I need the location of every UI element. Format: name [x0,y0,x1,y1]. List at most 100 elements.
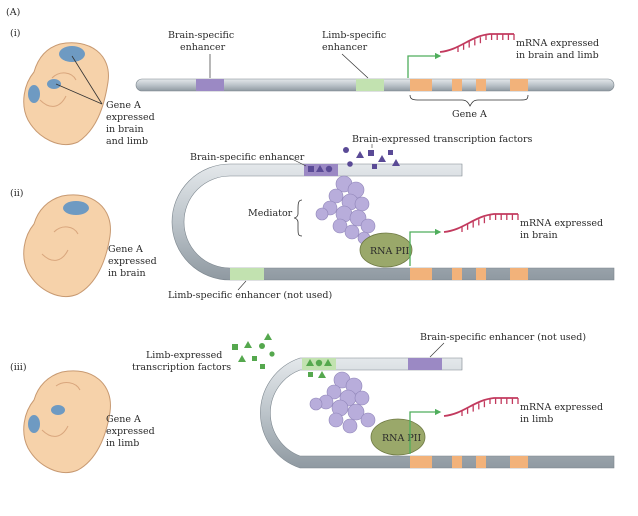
caption-line: and limb [106,136,148,147]
rna-polymerase-ii [370,418,426,456]
exon [510,79,528,91]
brain-enhancer [196,79,224,91]
mrna-molecule [443,213,519,233]
active-enhancer-label: Brain-specific enhancer [190,152,305,163]
tf-label-iii: Limb-expressed transcription factors [132,350,231,373]
mediator-subunit [344,224,360,240]
limb-expression-region-1 [28,85,40,103]
mrna-backbone [439,33,514,53]
caption-line: in brain [106,124,144,135]
tf-triangle [244,341,252,348]
mediator-subunit [342,418,358,434]
tf-triangle [264,333,272,340]
brain-enhancer-unused [408,358,442,370]
exon [510,268,528,280]
limb-expression-region-2 [47,79,61,89]
caption-line: in limb [106,438,139,449]
tf-square [260,364,265,369]
mrna-backbone [443,213,518,233]
exon [510,456,528,468]
free-brain-tfs [343,147,400,169]
embryo-fold [41,226,79,261]
mrna-label-ii: mRNA expressed in brain [520,218,606,241]
panel-i: (i) Gene A expressed in brain and limb B… [10,28,615,147]
tf-square [252,356,257,361]
mrna-label-iii: mRNA expressed in limb [520,402,606,425]
label-line: mRNA expressed [520,218,603,229]
tf-circle [269,351,275,357]
embryo-caption-ii: Gene A expressed in brain [108,244,160,279]
caption-line: Gene A [106,414,141,425]
pointer-line [289,157,307,167]
limb-expression-region-1 [28,415,40,433]
panel-ii: (ii) Gene A expressed in brain [10,134,615,301]
rna-pol-label: RNA PII [370,246,409,257]
rna-pol-label: RNA PII [382,433,421,444]
mediator-complex [309,371,376,434]
mediator-subunit [354,196,370,212]
mediator-subunit [354,390,370,406]
pointer-line [341,53,369,79]
label-line: in brain [520,230,558,241]
panel-label: (A) [6,7,20,18]
tf-square [372,164,377,169]
label-line: Limb-specific [322,30,386,41]
embryo-caption-i: Gene A expressed in brain and limb [106,100,158,147]
exon [452,268,462,280]
mediator-subunit [328,188,344,204]
tf-square [308,166,314,172]
embryo-brain [23,194,111,298]
tf-square [388,150,393,155]
tf-square [368,150,374,156]
mrna-label-i: mRNA expressed in brain and limb [516,38,602,61]
tf-circle [347,161,353,167]
panel-i-label: (i) [10,28,20,39]
pointer-line [55,83,103,105]
bound-brain-tfs [308,165,333,173]
panel-ii-label: (ii) [10,188,24,199]
tf-triangle [318,371,326,378]
panel-iii-label: (iii) [10,362,27,373]
exon [452,79,462,91]
limb-enhancer-unused [230,268,264,280]
mediator-subunit [326,384,342,400]
mediator-subunit [360,412,376,428]
brain-expression-region [63,201,89,215]
label-line: transcription factors [132,362,231,373]
label-line: Brain-specific [168,30,234,41]
exon [476,79,486,91]
limb-expression-region-2 [51,405,65,415]
mediator-brace [293,199,303,237]
embryo-caption-iii: Gene A expressed in limb [106,414,158,449]
mediator-subunit [315,207,329,221]
free-limb-tfs [232,333,275,369]
embryo-brain-and-limb [23,42,109,146]
tf-square [308,372,313,377]
caption-line: Gene A [106,100,141,111]
transcription-arrow [407,52,442,78]
mediator-subunit [360,218,376,234]
brain-expression-region [59,46,85,62]
unused-enhancer-label-ii: Limb-specific enhancer (not used) [168,290,332,301]
gene-label: Gene A [452,109,487,120]
label-line: in limb [520,414,553,425]
exon [476,456,486,468]
caption-line: Gene A [108,244,143,255]
tf-triangle [306,359,314,366]
brain-enhancer-label: Brain-specific enhancer [168,30,237,53]
bound-limb-tfs [306,359,332,378]
caption-line: expressed [106,112,155,123]
exon [410,268,432,280]
mrna-molecule [443,397,519,417]
tf-triangle [238,355,246,362]
limb-enhancer-label: Limb-specific enhancer [322,30,389,53]
label-line: Limb-expressed [146,350,222,361]
embryo-body [23,370,111,474]
embryo-limb [23,370,111,474]
exon [410,456,432,468]
panel-iii: (iii) Gene A expressed in limb [10,332,615,474]
caption-line: expressed [106,426,155,437]
tf-circle [325,165,333,173]
transcription-arrow [409,408,442,454]
